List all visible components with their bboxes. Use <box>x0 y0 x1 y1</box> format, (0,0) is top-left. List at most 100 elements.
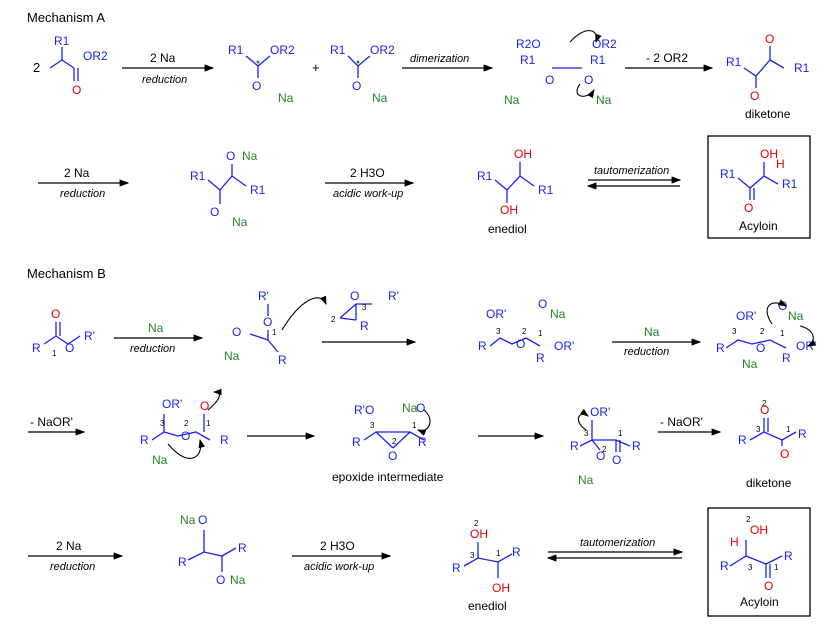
svg-text:R: R <box>782 351 791 365</box>
svg-text:O: O <box>252 79 261 93</box>
svg-text:OR2: OR2 <box>270 43 295 57</box>
svg-text:1: 1 <box>52 349 57 358</box>
condition-a4: reduction <box>60 188 105 200</box>
svg-text:2: 2 <box>762 399 767 408</box>
svg-text:O: O <box>216 573 225 587</box>
svg-text:R1: R1 <box>250 183 266 197</box>
condition-b9: acidic work-up <box>304 561 374 573</box>
svg-text:OH: OH <box>500 203 518 217</box>
svg-text:2: 2 <box>474 519 479 528</box>
svg-text:R': R' <box>84 329 95 343</box>
svg-text:OR': OR' <box>590 405 610 419</box>
svg-text:OR': OR' <box>554 339 574 353</box>
plus-sign: + <box>312 60 320 75</box>
svg-text:R: R <box>478 339 487 353</box>
svg-text:2: 2 <box>184 419 189 428</box>
svg-text:diketone: diketone <box>746 476 792 490</box>
svg-text:Na: Na <box>180 513 196 527</box>
svg-text:R1: R1 <box>330 43 346 57</box>
svg-text:R: R <box>798 427 807 441</box>
alkoxide-b7: OR' O O R R Na 3 2 1 <box>570 405 641 487</box>
svg-text:OR': OR' <box>486 307 506 321</box>
svg-text:enediol: enediol <box>488 222 527 236</box>
svg-text:O: O <box>200 399 209 413</box>
condition-a6: tautomerization <box>594 165 669 177</box>
svg-text:R: R <box>452 561 461 575</box>
svg-text:R: R <box>32 341 41 355</box>
enediolate-b: Na O O Na R R <box>178 513 247 587</box>
svg-text:O: O <box>744 201 753 215</box>
radical-anion-b: R' O O R Na 1 <box>224 289 327 367</box>
svg-text:O: O <box>545 73 554 87</box>
svg-text:Na: Na <box>224 349 240 363</box>
acyloin-box-a <box>707 135 811 239</box>
svg-text:O: O <box>226 149 235 163</box>
svg-text:R1: R1 <box>720 167 736 181</box>
svg-text:Na: Na <box>550 307 566 321</box>
ester-b2: O R' R 2 3 <box>331 289 399 333</box>
radical-anion-a1: R1 OR2 O Na <box>228 43 295 105</box>
svg-text:Acyloin: Acyloin <box>739 219 778 233</box>
svg-text:R: R <box>352 435 361 449</box>
svg-text:O: O <box>764 579 773 593</box>
svg-text:2: 2 <box>331 315 336 324</box>
svg-text:enediol: enediol <box>468 599 507 613</box>
svg-text:R: R <box>632 439 641 453</box>
svg-text:1: 1 <box>272 328 277 337</box>
reagent-b3: Na <box>644 325 660 339</box>
svg-text:Na: Na <box>152 453 168 467</box>
condition-b10: tautomerization <box>580 537 655 549</box>
svg-text:O: O <box>350 289 359 303</box>
svg-text:O: O <box>765 32 774 46</box>
svg-text:O: O <box>516 337 525 351</box>
svg-text:2: 2 <box>760 327 765 336</box>
svg-text:R1: R1 <box>520 53 536 67</box>
svg-text:1: 1 <box>412 421 417 430</box>
svg-text:O: O <box>416 401 425 415</box>
svg-text:R1: R1 <box>477 169 493 183</box>
mechanism-b-label: Mechanism B <box>27 266 106 281</box>
svg-text:R: R <box>720 559 729 573</box>
reagent-a1: 2 Na <box>150 51 176 65</box>
svg-text:OR': OR' <box>162 397 182 411</box>
svg-text:2: 2 <box>746 515 751 524</box>
svg-text:2: 2 <box>33 60 40 75</box>
svg-text:R'O: R'O <box>354 403 374 417</box>
svg-text:O: O <box>51 307 60 321</box>
svg-text:Na: Na <box>230 573 246 587</box>
svg-text:3: 3 <box>160 419 165 428</box>
svg-text:OR2: OR2 <box>83 49 108 63</box>
reagent-a4: 2 Na <box>64 166 90 180</box>
svg-text:O: O <box>612 453 621 467</box>
svg-text:O: O <box>388 449 397 463</box>
svg-text:1: 1 <box>618 429 623 438</box>
svg-text:diketone: diketone <box>745 107 791 121</box>
svg-text:3: 3 <box>370 421 375 430</box>
reagent-a3: - 2 OR2 <box>646 51 688 65</box>
svg-text:O: O <box>181 429 190 443</box>
dianion-b4: OR' O Na O OR' R R Na 3 2 1 <box>716 299 817 371</box>
svg-text:R: R <box>238 541 247 555</box>
condition-b3: reduction <box>624 346 669 358</box>
svg-text:3: 3 <box>584 429 589 438</box>
reagent-b9: 2 H3O <box>320 539 355 553</box>
acyloin-box-b <box>707 507 811 617</box>
reagent-b7: - NaOR' <box>660 415 703 429</box>
ester-a: 2 R1 OR2 O <box>33 34 108 97</box>
svg-text:O: O <box>756 341 765 355</box>
svg-text:R: R <box>738 433 747 447</box>
epoxide-b6: R'O Na O O R R 3 2 1 epoxide intermediat… <box>332 401 444 484</box>
svg-text:OR2: OR2 <box>592 37 617 51</box>
svg-text:Na: Na <box>578 473 594 487</box>
svg-text:Na: Na <box>232 215 248 229</box>
svg-text:O: O <box>750 89 759 103</box>
svg-text:R: R <box>784 549 793 563</box>
svg-text:Acyloin: Acyloin <box>740 595 779 609</box>
svg-text:3: 3 <box>756 425 761 434</box>
svg-text:R: R <box>278 353 287 367</box>
svg-text:Na: Na <box>742 357 758 371</box>
svg-text:R1: R1 <box>590 53 606 67</box>
dimer-a: R2O OR2 R1 R1 O O Na Na <box>504 30 617 107</box>
svg-text:3: 3 <box>732 327 737 336</box>
